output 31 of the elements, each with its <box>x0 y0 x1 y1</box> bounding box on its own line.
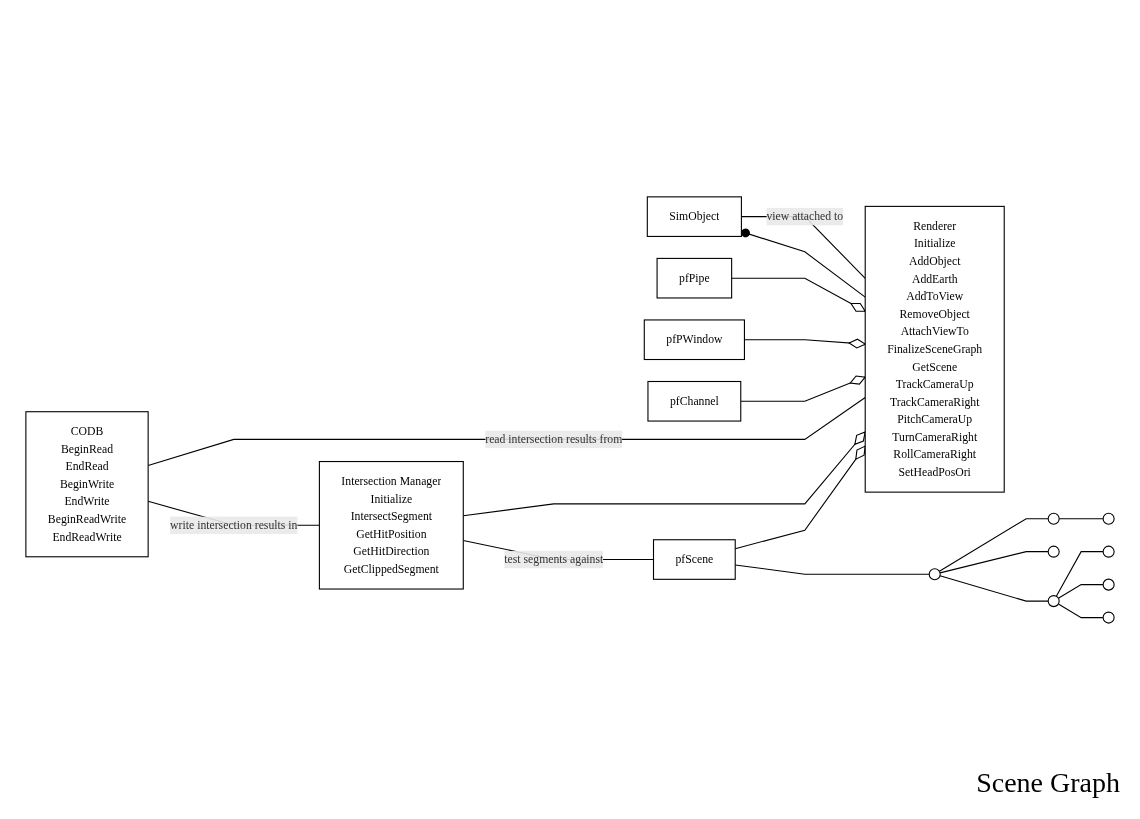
connector <box>939 550 1049 573</box>
node-circle <box>1102 512 1115 525</box>
node-box: SimObject <box>646 195 742 237</box>
connector <box>1057 583 1104 599</box>
edge-label: write intersection results in <box>170 518 298 531</box>
node-circle <box>1047 545 1060 558</box>
node-box: CODB BeginRead EndRead BeginWrite EndWrite BeginReadWrite EndReadWrite <box>25 410 149 557</box>
node-box: Intersection Manager Initialize IntersectSegment GetHitPosition GetHitDirection GetClippedSegment <box>318 460 464 590</box>
edge-label: read intersection results from <box>485 432 623 445</box>
connector <box>731 277 866 312</box>
node-circle <box>928 567 941 580</box>
scene-graph-label: Scene Graph <box>976 767 1120 799</box>
node-circle <box>1102 611 1115 624</box>
node-box: pfChannel <box>647 380 742 422</box>
node-box: pfScene <box>652 538 736 580</box>
node-box: pfPipe <box>656 257 733 299</box>
connector <box>740 374 866 402</box>
connector <box>938 517 1049 572</box>
connector <box>740 228 866 298</box>
node-box: Renderer Initialize AddObject AddEarth AddToView RemoveObject AttachViewTo FinalizeSceneGraph GetScene TrackCameraUp TrackCameraRight PitchCameraUp TurnCameraRight RollCameraRight SetHeadPosOri <box>864 205 1005 493</box>
connector <box>1058 517 1104 519</box>
node-circle <box>1047 512 1060 525</box>
connector <box>1055 550 1104 597</box>
node-circle <box>1102 578 1115 591</box>
node-circle <box>1102 545 1115 558</box>
edge-label: test segments against <box>504 552 604 565</box>
connector <box>1057 602 1104 618</box>
node-box: pfPWindow <box>643 318 745 360</box>
node-circle <box>1047 594 1060 607</box>
edge-label: view attached to <box>766 209 844 223</box>
connector <box>939 574 1049 602</box>
